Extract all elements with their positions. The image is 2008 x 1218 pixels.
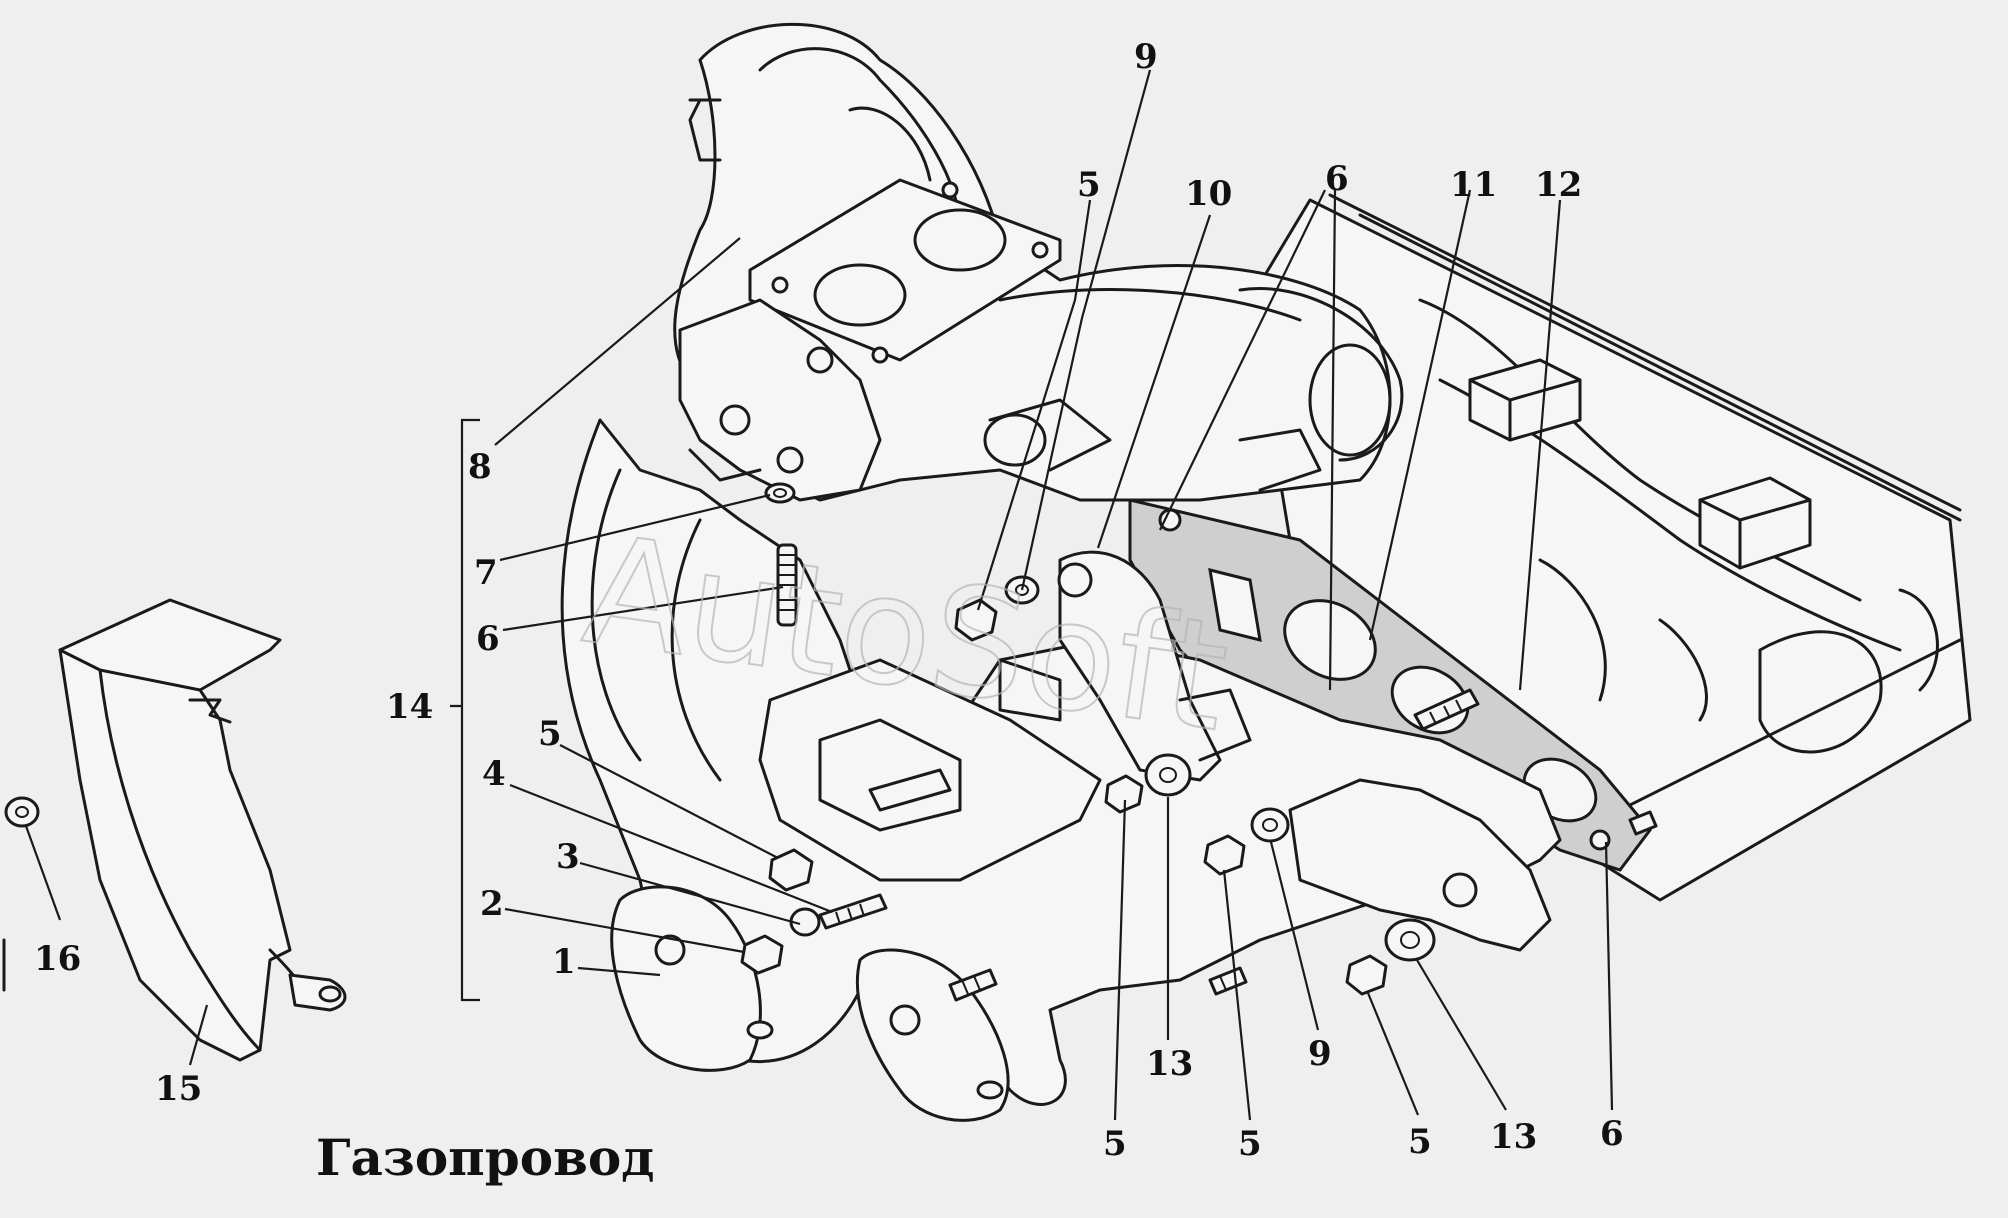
callout-2: 2 xyxy=(480,884,504,924)
callout-5-left: 5 xyxy=(538,714,562,754)
callout-8: 8 xyxy=(468,447,492,487)
callout-16: 16 xyxy=(34,939,81,979)
callout-11: 11 xyxy=(1450,165,1497,205)
nut-part-2 xyxy=(740,934,784,975)
callout-5-bottom-2: 5 xyxy=(1238,1124,1262,1164)
washer-part-16 xyxy=(4,796,40,828)
callout-6-left: 6 xyxy=(476,619,500,659)
callout-labels: 9 5 10 6 11 12 8 7 6 14 5 4 3 2 1 16 15 … xyxy=(34,37,1624,1164)
bracket-assembly-14 xyxy=(450,418,480,1002)
callout-12: 12 xyxy=(1535,165,1582,205)
stud-part-12 xyxy=(1413,688,1480,731)
callout-5-bottom-3: 5 xyxy=(1408,1122,1432,1162)
callout-9-bottom: 9 xyxy=(1308,1034,1332,1074)
diagram-title: Газопровод xyxy=(316,1128,655,1187)
heat-shield-part-15 xyxy=(58,598,347,1062)
manifold-gasket xyxy=(1128,498,1652,872)
stud-part-6-right xyxy=(1628,810,1658,836)
callout-14: 14 xyxy=(386,687,433,727)
callout-3: 3 xyxy=(556,837,580,877)
callout-7: 7 xyxy=(474,553,498,593)
callout-13-bottom-1: 13 xyxy=(1146,1044,1193,1084)
callout-5-top: 5 xyxy=(1077,165,1101,205)
callout-15: 15 xyxy=(155,1069,202,1109)
callout-6-bottom: 6 xyxy=(1600,1114,1624,1154)
stud-exhaust-lower-left xyxy=(948,968,998,1002)
nut-part-5-b xyxy=(1203,834,1246,876)
callout-9-top: 9 xyxy=(1134,37,1158,77)
stud-exhaust-lower-right xyxy=(1208,966,1248,996)
washer-part-9-lower xyxy=(1250,807,1290,843)
nut-part-5-left xyxy=(768,848,814,892)
callout-4: 4 xyxy=(482,754,506,794)
callout-5-bottom-1: 5 xyxy=(1103,1124,1127,1164)
washer-part-7 xyxy=(764,482,796,504)
callout-6-top: 6 xyxy=(1325,159,1349,199)
washer-part-13-a xyxy=(1144,753,1192,797)
nut-part-5-c xyxy=(1345,954,1388,996)
leader-lines xyxy=(24,69,1614,1121)
stud-part-4 xyxy=(818,893,888,930)
callout-1: 1 xyxy=(552,942,576,982)
stud-part-6-left xyxy=(776,543,798,627)
intake-manifold xyxy=(673,22,1404,502)
callout-13-bottom-2: 13 xyxy=(1490,1117,1537,1157)
nut-part-5-a xyxy=(1104,774,1144,814)
callout-10: 10 xyxy=(1185,174,1232,214)
washer-part-13-b xyxy=(1384,918,1436,962)
